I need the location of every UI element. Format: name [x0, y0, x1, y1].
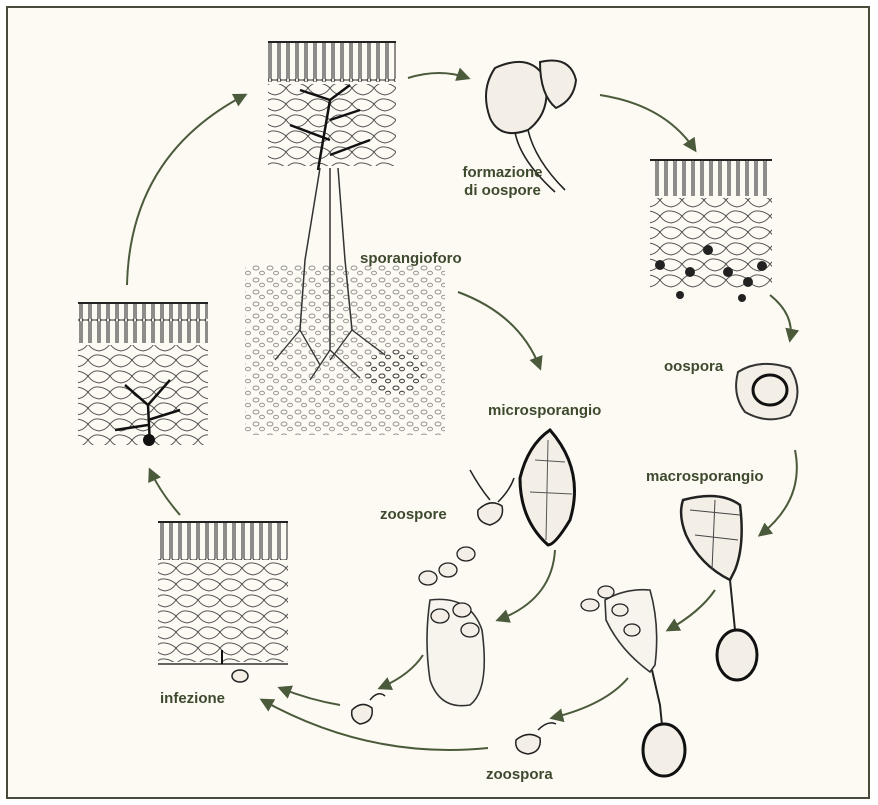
label-sporangiophore: sporangioforo	[360, 250, 462, 268]
arrow-microsporangium-to-germination	[498, 550, 555, 620]
macrosporangium-illustration	[681, 496, 757, 680]
microsporangium-illustration	[520, 430, 575, 545]
arrow-infection-to-infected-leaf	[150, 470, 180, 515]
arrow-germination-to-zoospores	[380, 655, 423, 688]
label-oospore-formation-line1: formazione	[440, 164, 565, 182]
label-oospore-formation: formazione di oospore	[440, 164, 565, 200]
arrow-leaf-to-oospore	[770, 295, 791, 340]
arrow-oospore-to-macrosporangium	[760, 450, 797, 535]
label-zoospore: zoospora	[486, 766, 553, 784]
germinating-macrosporangium-illustration	[581, 586, 685, 776]
arrow-germination-to-zoospore	[552, 678, 628, 718]
label-macrosporangium: macrosporangio	[646, 468, 764, 486]
label-zoospores: zoospore	[380, 506, 447, 524]
zoospore-near-microsporangium	[478, 503, 503, 525]
label-oospore: oospora	[664, 358, 723, 376]
sporangiophore-leaf-illustration	[245, 42, 445, 435]
zoospore-bottom	[516, 734, 541, 754]
arrow-infected-leaf-to-sporangiophore	[127, 95, 245, 285]
infected-leaf-illustration	[78, 303, 208, 446]
arrow-oospore-formation-to-leaf	[600, 95, 695, 150]
infection-leaf-illustration	[158, 522, 288, 682]
arrow-sporangiophore-to-oospore-formation	[408, 73, 468, 78]
arrow-zoospore-to-infection	[262, 700, 488, 750]
label-infection: infezione	[160, 690, 225, 708]
arrow-macrosporangium-to-germination	[668, 590, 715, 630]
arrow-sporangiophore-to-microsporangium	[458, 292, 540, 368]
oospore-illustration	[736, 364, 797, 420]
label-oospore-formation-line2: di oospore	[440, 182, 565, 200]
label-microsporangium: microsporangio	[488, 402, 601, 420]
arrow-zoospores-to-infection	[280, 688, 340, 705]
zoospore-near-infection	[352, 704, 373, 724]
germinating-microsporangium-illustration	[419, 547, 484, 706]
leaf-with-oospores-illustration	[650, 160, 772, 302]
